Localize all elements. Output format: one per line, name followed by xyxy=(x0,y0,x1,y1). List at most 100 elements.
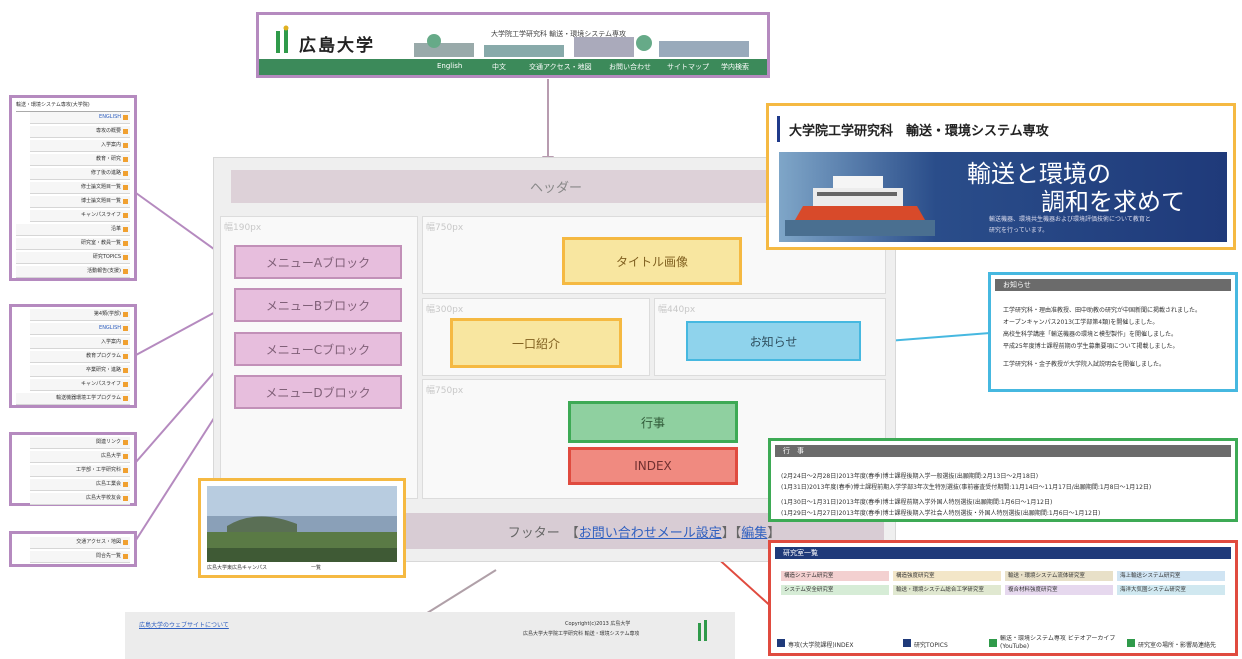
wire-footer-bracket-mid: 】【 xyxy=(721,525,742,541)
photo-caption: 広島大学東広島キャンパス xyxy=(207,565,268,571)
wire-menu-c: メニューCブロック xyxy=(234,332,402,366)
wire-menu-b: メニューBブロック xyxy=(234,288,402,322)
title-image-screenshot: 大学院工学研究科 輸送・環境システム専攻 輸送と環境の 調和を求めて 輸送機器、… xyxy=(766,103,1236,250)
lab-cell[interactable]: 海洋大気圏システム研究室 xyxy=(1117,585,1225,595)
menu-a-item[interactable]: 入学案内 xyxy=(30,140,130,152)
menu-d-item[interactable]: 問合先一覧 xyxy=(30,551,130,563)
wire-footer-edit-link[interactable]: 編集 xyxy=(741,525,768,541)
menu-c-item[interactable]: 広島工業会 xyxy=(30,479,130,491)
topics-arrow-icon xyxy=(903,639,911,647)
menu-a-item[interactable]: キャンパスライフ xyxy=(30,210,130,222)
menu-a-item[interactable]: 活動報告(支援) xyxy=(16,266,130,278)
news-item[interactable]: 平成25年度博士課程前期の学生募集要項について掲載しました。 xyxy=(1003,343,1179,350)
menu-b-title: 第4類(学部) xyxy=(30,309,130,321)
nav-search[interactable]: 学内検索 xyxy=(721,63,749,71)
ferry-icon xyxy=(785,176,935,236)
lab-cell[interactable]: 海上輸送システム研究室 xyxy=(1117,571,1225,581)
menu-a-item[interactable]: 修了後の進路 xyxy=(30,168,130,180)
menu-c-item[interactable]: 広島大学 xyxy=(30,451,130,463)
lab-place-arrow-icon xyxy=(1127,639,1135,647)
title-heading: 大学院工学研究科 輸送・環境システム専攻 xyxy=(789,124,1049,139)
events-item[interactable]: (2月24日〜2月28日)2013年度(春季)博士課程後期入学一般選抜(出願期間… xyxy=(781,473,1039,480)
menu-a-item[interactable]: 研究室・教員一覧 xyxy=(16,238,130,250)
wire-title-width: 幅750px xyxy=(426,223,464,233)
footer-logo-icon xyxy=(698,620,707,641)
lab-cell[interactable]: システム安全研究室 xyxy=(781,585,889,595)
menu-a-title: 輸送・環境システム専攻(大学院) xyxy=(16,100,130,112)
title-sub-line1: 輸送機器、環境共生機器および環境評価技術について教育と xyxy=(989,216,1151,223)
menu-b-item[interactable]: 教育プログラム xyxy=(30,351,130,363)
intro-photo-screenshot: 広島大学東広島キャンパス 一覧 xyxy=(198,478,406,578)
menu-a-item[interactable]: 沿革 xyxy=(16,224,130,236)
wire-index: INDEX xyxy=(568,447,738,485)
wire-title-image: タイトル画像 xyxy=(562,237,742,285)
lab-cell[interactable]: 複合材料強度研究室 xyxy=(1005,585,1113,595)
footer-screenshot: 広島大学のウェブサイトについて Copyright(c)2013 広島大学 広島… xyxy=(125,612,735,659)
index-link[interactable]: 研究室の場所・影響局連絡先 xyxy=(1138,642,1217,649)
wire-events: 行事 xyxy=(568,401,738,443)
news-item[interactable]: 工学研究科・理由准教授、田中助教の研究が中国新聞に掲載されました。 xyxy=(1003,307,1202,314)
index-link[interactable]: 研究TOPICS xyxy=(914,642,948,649)
index-link[interactable]: 専攻(大学院課程)INDEX xyxy=(788,642,854,649)
news-item[interactable]: 高校生科学講座「輸送機器の環境と模型製作」を開催しました。 xyxy=(1003,331,1178,338)
lab-cell[interactable]: 輸送・環境システム総合工学研究室 xyxy=(893,585,1001,595)
menu-a-screenshot: 輸送・環境システム専攻(大学院) ENGLISH 専攻の概要 入学案内 教育・研… xyxy=(9,95,137,281)
title-catch-line1: 輸送と環境の xyxy=(967,160,1111,188)
nav-sitemap[interactable]: サイトマップ xyxy=(667,63,709,71)
lab-cell[interactable]: 構造システム研究室 xyxy=(781,571,889,581)
news-item[interactable]: 工学研究科・金子教授が大学院入試説明会を開催しました。 xyxy=(1003,361,1166,368)
menu-b-item[interactable]: 入学案内 xyxy=(30,337,130,349)
menu-b-item[interactable]: キャンパスライフ xyxy=(30,379,130,391)
university-name: 広島大学 xyxy=(299,36,375,56)
index-title: 研究室一覧 xyxy=(775,547,1231,559)
footer-dept: 広島大学大学院工学研究科 輸送・環境システム専攻 xyxy=(523,631,640,637)
nav-contact[interactable]: お問い合わせ xyxy=(609,63,651,71)
index-arrow-icon xyxy=(777,639,785,647)
events-item[interactable]: (1月31日)2013年度(春季)博士課程前期入学学部3年次生特別選抜(事前審査… xyxy=(781,484,1152,491)
menu-c-item[interactable]: 広島大学校友会 xyxy=(30,493,130,505)
news-screenshot: お知らせ 工学研究科・理由准教授、田中助教の研究が中国新聞に掲載されました。 オ… xyxy=(988,272,1238,392)
events-item[interactable]: (1月29日〜1月27日)2013年度(春季)博士課程後期入学社会人特別選抜・外… xyxy=(781,510,1101,517)
nav-chinese[interactable]: 中文 xyxy=(492,63,506,71)
photo-list-link[interactable]: 一覧 xyxy=(311,565,322,571)
index-link[interactable]: 輸送・環境システム専攻 ビデオアーカイブ(YouTube) xyxy=(1000,635,1116,650)
menu-a-item[interactable]: ENGLISH xyxy=(30,112,130,124)
news-item[interactable]: オープンキャンパス2013(工学部第4類)を開催しました。 xyxy=(1003,319,1159,326)
menu-d-item[interactable]: 交通アクセス・地図 xyxy=(30,537,130,549)
menu-d-screenshot: 交通アクセス・地図 問合先一覧 xyxy=(9,531,137,567)
footer-connector xyxy=(423,569,497,616)
lab-cell[interactable]: 輸送・環境システム流体研究室 xyxy=(1005,571,1113,581)
title-catch-line2: 調和を求めて xyxy=(1041,188,1185,216)
menu-c-title: 関連リンク xyxy=(30,437,130,449)
news-title: お知らせ xyxy=(995,279,1231,291)
menu-c-screenshot: 関連リンク 広島大学 工学部・工学研究科 広島工業会 広島大学校友会 xyxy=(9,432,137,506)
nav-english[interactable]: English xyxy=(437,62,463,70)
wire-left-width: 幅190px xyxy=(224,223,262,233)
menu-a-item[interactable]: 研究TOPICS xyxy=(16,252,130,264)
landscape-photo-icon xyxy=(207,486,397,562)
wire-footer-mail-link[interactable]: お問い合わせメール設定 xyxy=(578,525,722,541)
menu-c-item[interactable]: 工学部・工学研究科 xyxy=(30,465,130,477)
lab-cell[interactable]: 構造強度研究室 xyxy=(893,571,1001,581)
menu-b-item[interactable]: 卒業研究・進路 xyxy=(30,365,130,377)
menu-b-screenshot: 第4類(学部) ENGLISH 入学案内 教育プログラム 卒業研究・進路 キャン… xyxy=(9,304,137,408)
menu-a-item[interactable]: 修士論文題目一覧 xyxy=(30,182,130,194)
footer-copyright: Copyright(c)2013 広島大学 xyxy=(565,621,631,627)
events-title: 行 事 xyxy=(775,445,1231,457)
menu-a-item[interactable]: 教育・研究 xyxy=(30,154,130,166)
header-nav-bar: English 中文 交通アクセス・地図 お問い合わせ サイトマップ 学内検索 xyxy=(259,59,767,75)
footer-site-link[interactable]: 広島大学のウェブサイトについて xyxy=(139,622,229,629)
menu-a-item[interactable]: 専攻の概要 xyxy=(30,126,130,138)
menu-a-item[interactable]: 博士論文題目一覧 xyxy=(30,196,130,208)
title-sub-line2: 研究を行っています。 xyxy=(989,227,1049,234)
wire-footer-bracket-close: 】 xyxy=(767,525,781,541)
campus-skyline-icon xyxy=(414,34,749,57)
wire-footer-bracket-open: 【 xyxy=(565,525,579,541)
menu-b-item[interactable]: ENGLISH xyxy=(30,323,130,335)
menu-b-item[interactable]: 輸送機器環境工学プログラム xyxy=(16,393,130,405)
nav-access[interactable]: 交通アクセス・地図 xyxy=(529,63,592,71)
wire-bottom-width: 幅750px xyxy=(426,386,464,396)
wire-menu-a: メニューAブロック xyxy=(234,245,402,279)
events-item[interactable]: (1月30日〜1月31日)2013年度(春季)博士課程前期入学外国人特別選抜(出… xyxy=(781,499,1053,506)
video-arrow-icon xyxy=(989,639,997,647)
